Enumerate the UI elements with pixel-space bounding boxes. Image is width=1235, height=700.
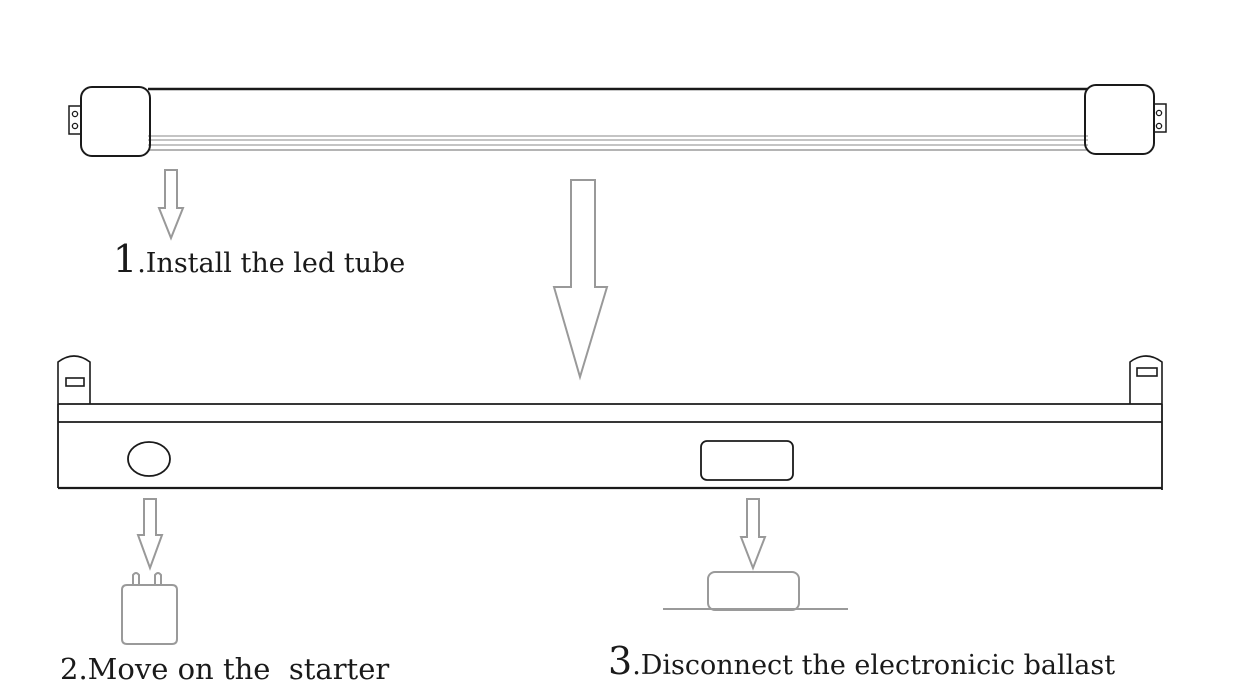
tube-left-pin — [71, 110, 79, 118]
tube-right-pin — [1155, 122, 1163, 130]
tube-left-pin-plate — [68, 105, 82, 135]
step-3-number: 3 — [608, 639, 633, 683]
ballast-body — [707, 571, 800, 611]
fluorescent-fixture — [57, 355, 1163, 490]
starter-pin — [132, 572, 140, 585]
arrow-down-icon — [739, 498, 767, 571]
tube-left-cap — [80, 86, 151, 157]
ballast-icon — [663, 571, 848, 611]
fixture-right-holder-slot — [1136, 367, 1158, 377]
step-2-number: 2 — [60, 652, 79, 686]
ballast-window — [700, 440, 794, 481]
starter-icon — [121, 572, 178, 645]
fixture-left-holder — [57, 355, 91, 404]
starter-pin — [154, 572, 162, 585]
tube-left-pin — [71, 122, 79, 130]
tube-right-cap — [1084, 84, 1155, 155]
led-tube — [68, 84, 1167, 157]
tube-right-pin — [1155, 109, 1163, 117]
fixture-right-holder — [1129, 355, 1163, 404]
starter-body — [121, 584, 178, 645]
step-1-label: 1.Install the led tube — [113, 240, 405, 278]
tube-right-pin-plate — [1153, 103, 1167, 133]
arrow-down-icon — [157, 169, 185, 241]
step-2-label: 2.Move on the starter — [60, 655, 389, 684]
fixture-left-holder-slot — [65, 377, 85, 387]
starter-socket — [127, 441, 171, 477]
step-1-text: .Install the led tube — [137, 248, 406, 279]
arrow-down-icon — [552, 179, 609, 381]
arrow-down-icon — [136, 498, 164, 571]
step-3-label: 3.Disconnect the electronicic ballast — [608, 642, 1115, 680]
step-3-text: .Disconnect the electronicic ballast — [632, 650, 1116, 681]
step-1-number: 1 — [113, 237, 138, 281]
step-2-text: .Move on the starter — [78, 652, 390, 686]
